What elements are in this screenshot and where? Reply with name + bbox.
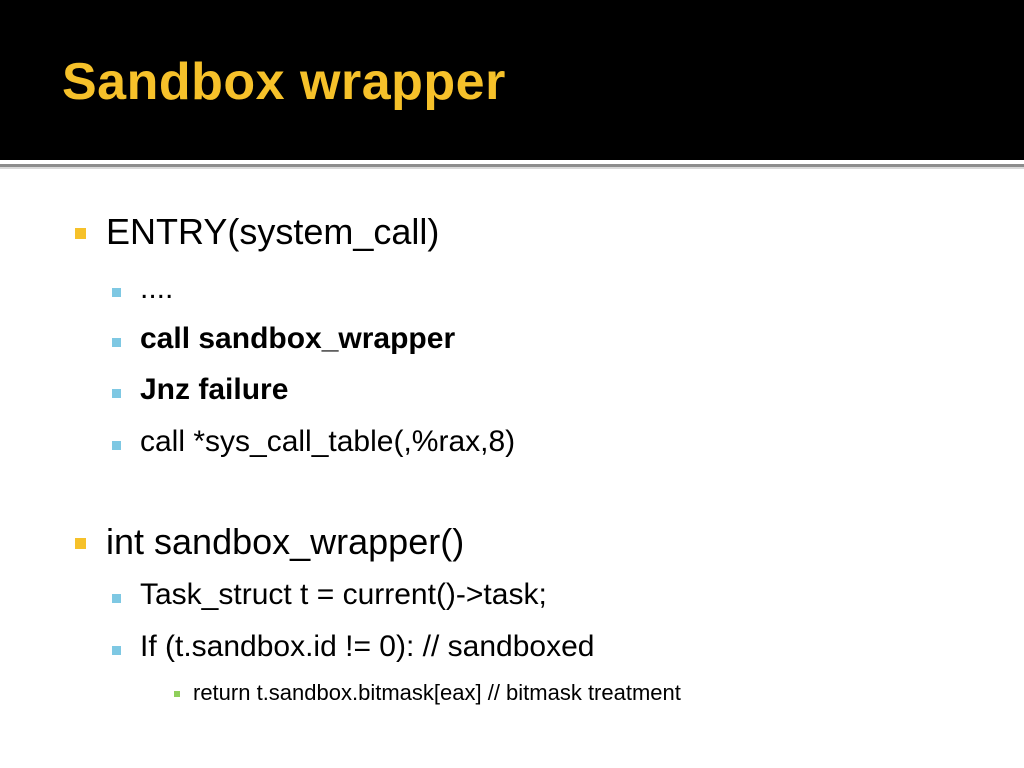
square-bullet-icon [112,441,121,450]
sub-bullet-ellipsis: .... [140,272,174,305]
bullet-entry-system-call: ENTRY(system_call) [106,211,440,252]
sub-bullet-task-struct: Task_struct t = current()->task; [140,578,547,611]
square-bullet-icon [112,646,121,655]
sub-bullet-if-sandboxed: If (t.sandbox.id != 0): // sandboxed [140,630,595,663]
square-bullet-icon [112,338,121,347]
bullet-int-sandbox-wrapper: int sandbox_wrapper() [106,521,465,562]
title-divider-top [0,160,1024,163]
square-bullet-icon [112,288,121,297]
sub-bullet-sys-call-table: call *sys_call_table(,%rax,8) [140,425,516,458]
title-bar: Sandbox wrapper [0,0,1024,160]
title-divider-bottom [0,167,1024,169]
title-divider-middle [0,164,1024,167]
sub-bullet-call-sandbox-wrapper: call sandbox_wrapper [140,322,456,355]
slide-title: Sandbox wrapper [62,53,506,111]
square-bullet-icon [112,389,121,398]
square-bullet-icon [174,691,180,697]
square-bullet-icon [112,594,121,603]
sub-sub-bullet-return-bitmask: return t.sandbox.bitmask[eax] // bitmask… [193,680,681,705]
square-bullet-icon [75,228,86,239]
sub-bullet-jnz-failure: Jnz failure [140,373,289,406]
square-bullet-icon [75,538,86,549]
